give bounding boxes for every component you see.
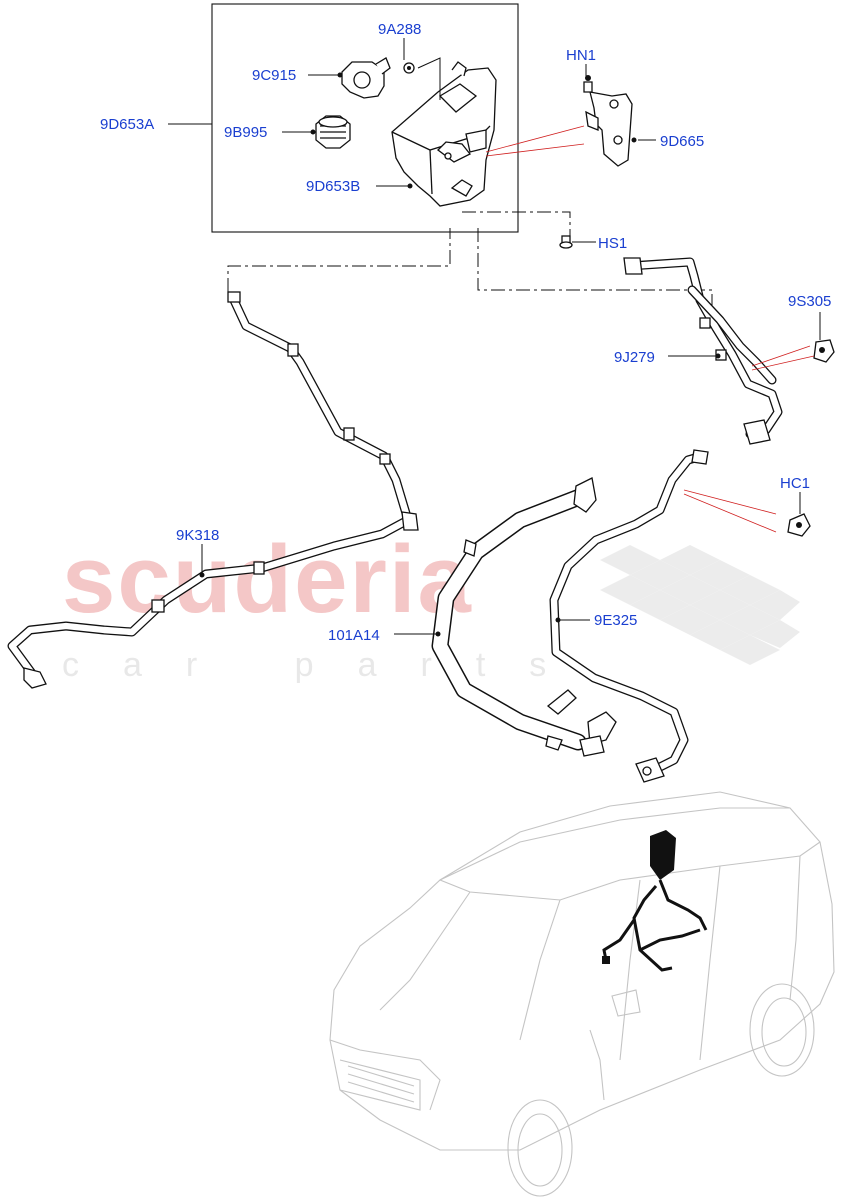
red-leader-lines bbox=[485, 125, 815, 533]
vehicle-washer-highlight bbox=[602, 830, 708, 972]
callout-9d653b: 9D653B bbox=[306, 178, 360, 195]
washer-hose-9e325 bbox=[549, 449, 709, 783]
callout-9b995: 9B995 bbox=[224, 124, 267, 141]
grommet bbox=[403, 62, 415, 74]
mounting-bracket bbox=[585, 91, 633, 167]
callout-9a288: 9A288 bbox=[378, 21, 421, 38]
clip-hc1 bbox=[787, 513, 811, 537]
callout-9d665: 9D665 bbox=[660, 133, 704, 150]
bolt-hn1 bbox=[583, 75, 593, 93]
leader-lines bbox=[168, 38, 821, 637]
watermark-tagline: car parts bbox=[62, 646, 590, 684]
callout-labels: 9A288 9C915 9D653A 9B995 9D653B HN1 9D66… bbox=[100, 21, 831, 644]
callout-9j279: 9J279 bbox=[614, 349, 655, 366]
callout-hs1: HS1 bbox=[598, 235, 627, 252]
callout-9s305: 9S305 bbox=[788, 293, 831, 310]
screw-hs1 bbox=[559, 235, 573, 249]
callout-9c915: 9C915 bbox=[252, 67, 296, 84]
callout-9k318: 9K318 bbox=[176, 527, 219, 544]
vehicle-outline bbox=[329, 791, 835, 1197]
watermark: scuderia car parts bbox=[62, 526, 800, 684]
clip-9s305 bbox=[813, 339, 835, 363]
watermark-brand: scuderia bbox=[62, 526, 473, 633]
washer-pump bbox=[341, 57, 391, 99]
washer-pump-2 bbox=[315, 115, 351, 149]
assembly-frame bbox=[211, 3, 519, 233]
washer-reservoir bbox=[391, 61, 497, 207]
callout-9e325: 9E325 bbox=[594, 612, 637, 629]
checker-flag-watermark bbox=[600, 545, 800, 665]
washer-hose-101a14 bbox=[431, 477, 617, 757]
callout-9d653a: 9D653A bbox=[100, 116, 154, 133]
callout-hc1: HC1 bbox=[780, 475, 810, 492]
callout-hn1: HN1 bbox=[566, 47, 596, 64]
callout-101a14: 101A14 bbox=[328, 627, 380, 644]
washer-hose-9k318 bbox=[7, 291, 419, 689]
reference-lines bbox=[227, 211, 713, 318]
